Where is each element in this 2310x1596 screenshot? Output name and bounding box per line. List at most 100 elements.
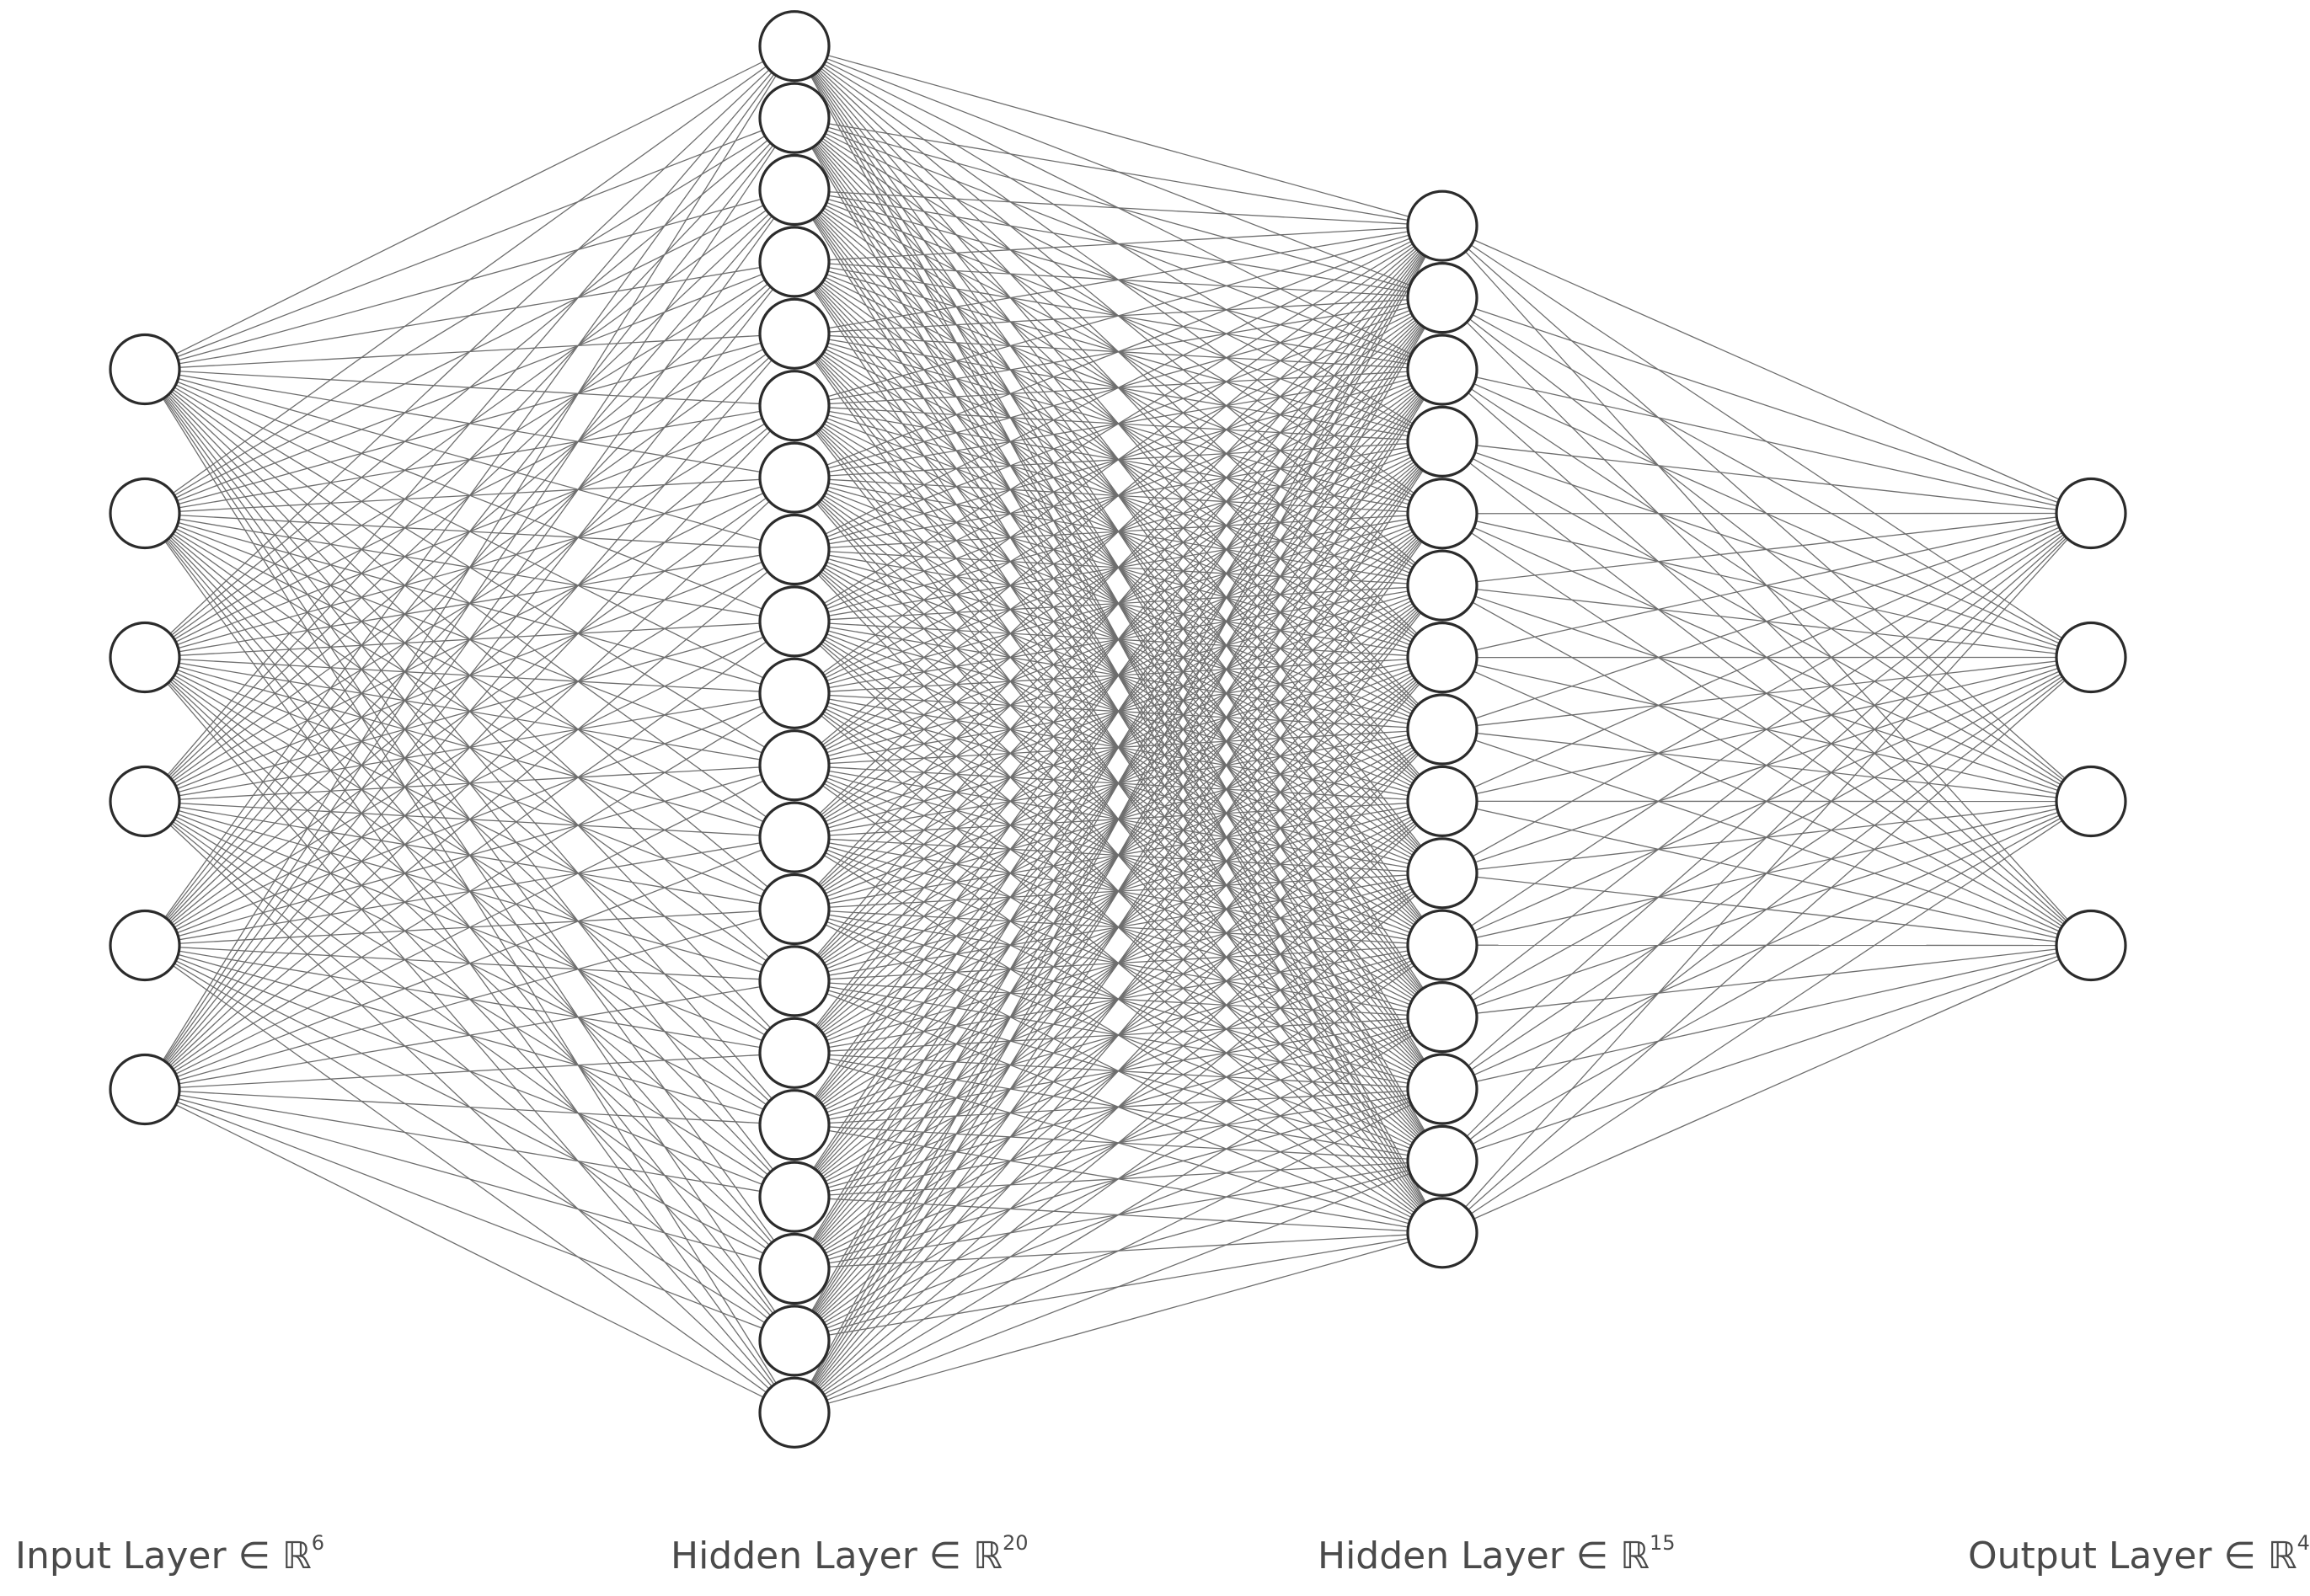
neuron-layer-1-node-8 — [758, 585, 831, 658]
connection-edge — [794, 225, 1443, 1054]
connection-edge — [794, 225, 1443, 694]
hidden-layer-1-label: Hidden Layer ∈ ℝ20 — [671, 1533, 1028, 1575]
connection-edge — [144, 836, 795, 1091]
neuron-layer-1-node-19 — [758, 1376, 831, 1449]
connection-edge — [144, 45, 795, 515]
connection-edge — [1441, 225, 2092, 515]
connection-edge — [1441, 512, 2092, 1018]
connection-edge — [794, 225, 1443, 263]
neuron-layer-1-node-16 — [758, 1161, 831, 1233]
neuron-layer-1-node-11 — [758, 801, 831, 873]
connection-edge — [794, 225, 1443, 407]
connection-edge — [1441, 513, 2092, 1234]
layer-dimension: 4 — [2297, 1531, 2310, 1555]
neuron-layer-2-node-2 — [1406, 334, 1479, 406]
neuron-layer-2-node-1 — [1406, 262, 1479, 334]
layer-dimension: 20 — [1002, 1531, 1029, 1555]
connection-edge — [794, 117, 1443, 227]
connection-edge — [794, 225, 1443, 838]
connection-edge — [794, 1232, 1443, 1413]
neuron-layer-1-node-7 — [758, 513, 831, 586]
connection-edge — [794, 225, 1443, 334]
connection-edge — [1441, 512, 2092, 659]
connection-edge — [794, 189, 1443, 227]
connection-edge — [144, 477, 795, 1090]
connection-edge — [144, 765, 795, 1091]
connection-edge — [794, 800, 1443, 1413]
connection-edge — [1441, 657, 2092, 1234]
connection-edge — [144, 117, 795, 371]
layer-dimension: 15 — [1649, 1531, 1676, 1555]
neuron-layer-1-node-18 — [758, 1305, 831, 1377]
neuron-layer-3-node-1 — [2055, 621, 2127, 694]
neuron-layer-1-node-9 — [758, 657, 831, 729]
connection-edge — [1441, 944, 2092, 1162]
connection-edge — [794, 225, 1443, 1269]
connection-edge — [794, 729, 1443, 1413]
connection-edge — [144, 549, 795, 1090]
connection-edge — [144, 1088, 795, 1198]
neuron-layer-2-node-5 — [1406, 549, 1479, 622]
connection-edge — [794, 225, 1443, 478]
connection-edge — [794, 441, 1443, 1413]
connection-edge — [144, 1052, 795, 1091]
neuron-layer-1-node-13 — [758, 945, 831, 1017]
connection-edge — [794, 225, 1443, 766]
neuron-layer-2-node-14 — [1406, 1197, 1479, 1269]
connection-edge — [794, 369, 1443, 1413]
connection-edge — [144, 692, 795, 1091]
neuron-layer-0-node-1 — [109, 477, 181, 550]
connection-edge — [794, 225, 1443, 622]
neuron-layer-1-node-3 — [758, 226, 831, 298]
input-layer-label: Input Layer ∈ ℝ6 — [15, 1533, 324, 1575]
neuron-layer-1-node-2 — [758, 153, 831, 227]
connection-edge — [1441, 513, 2092, 1161]
connection-edge — [144, 1088, 795, 1342]
connection-edge — [144, 908, 795, 1091]
connection-edge — [1441, 656, 2092, 1161]
neuron-layer-2-node-4 — [1406, 478, 1479, 550]
neuron-layer-3-node-3 — [2055, 909, 2127, 982]
connection-edge — [794, 225, 1443, 982]
layer-dimension: 6 — [311, 1531, 325, 1555]
neuron-layer-1-node-17 — [758, 1232, 831, 1305]
connection-edge — [1441, 513, 2092, 1090]
neuron-layer-1-node-5 — [758, 370, 831, 442]
connection-edge — [794, 225, 1443, 1342]
connection-edge — [144, 45, 795, 802]
neuron-layer-1-node-0 — [758, 10, 831, 83]
layer-name: Hidden Layer ∈ ℝ — [671, 1535, 1003, 1577]
connection-edge — [794, 1160, 1443, 1413]
connection-edge — [794, 1017, 1443, 1413]
layer-name: Output Layer ∈ ℝ — [1968, 1535, 2297, 1577]
neuron-layer-2-node-13 — [1406, 1124, 1479, 1198]
neuron-layer-2-node-10 — [1406, 909, 1479, 981]
neuron-layer-2-node-9 — [1406, 837, 1479, 910]
connection-edge — [794, 225, 1443, 1198]
connection-edge — [144, 621, 795, 1091]
neuron-layer-1-node-10 — [758, 729, 831, 802]
connection-edge — [144, 117, 795, 802]
connection-edge — [144, 261, 795, 1090]
connection-edge — [794, 944, 1443, 1413]
neuron-layer-3-node-2 — [2055, 765, 2127, 838]
connection-edge — [144, 117, 795, 946]
neuron-layer-0-node-4 — [109, 909, 181, 982]
neuron-layer-2-node-12 — [1406, 1053, 1479, 1125]
connection-edge — [1441, 440, 2092, 515]
connection-edge — [144, 45, 795, 371]
neuron-layer-1-node-15 — [758, 1089, 831, 1161]
connection-edge — [794, 513, 1443, 1413]
connection-edge — [1441, 512, 2092, 802]
connection-edge — [1441, 296, 2092, 515]
connection-edge — [794, 873, 1443, 1413]
connection-edge — [144, 45, 795, 658]
connection-edge — [794, 297, 1443, 1413]
connection-edge — [144, 45, 795, 946]
connection-edge — [794, 225, 1443, 1126]
connection-edge — [1441, 512, 2092, 586]
connection-edge — [1441, 800, 2092, 1161]
connection-edge — [144, 189, 795, 1090]
connection-edge — [794, 1088, 1443, 1413]
connection-edge — [144, 1088, 795, 1270]
